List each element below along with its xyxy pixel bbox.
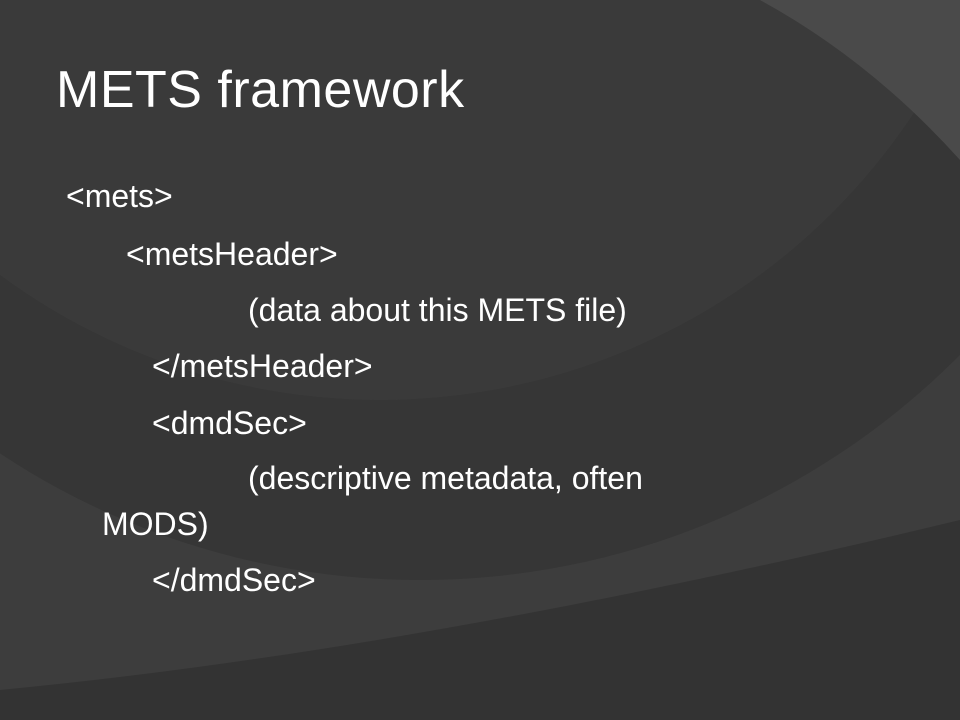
code-line-header-description: (data about this METS file)	[248, 292, 627, 328]
code-line-metsheader-open: <metsHeader>	[126, 236, 338, 272]
code-line-mets-open: <mets>	[66, 178, 173, 214]
background-top-right-shape	[760, 0, 960, 160]
code-line-dmdsec-close: </dmdSec>	[152, 562, 316, 598]
background-bottom-band	[0, 520, 960, 720]
code-line-dmdsec-open: <dmdSec>	[152, 405, 307, 441]
slide-title: METS framework	[56, 61, 465, 119]
code-line-metsheader-close: </metsHeader>	[152, 348, 373, 384]
background-circle-inner	[0, 0, 960, 400]
code-line-dmdsec-description: (descriptive metadata, often	[248, 460, 643, 496]
code-line-dmdsec-description-wrap: MODS)	[102, 506, 209, 542]
